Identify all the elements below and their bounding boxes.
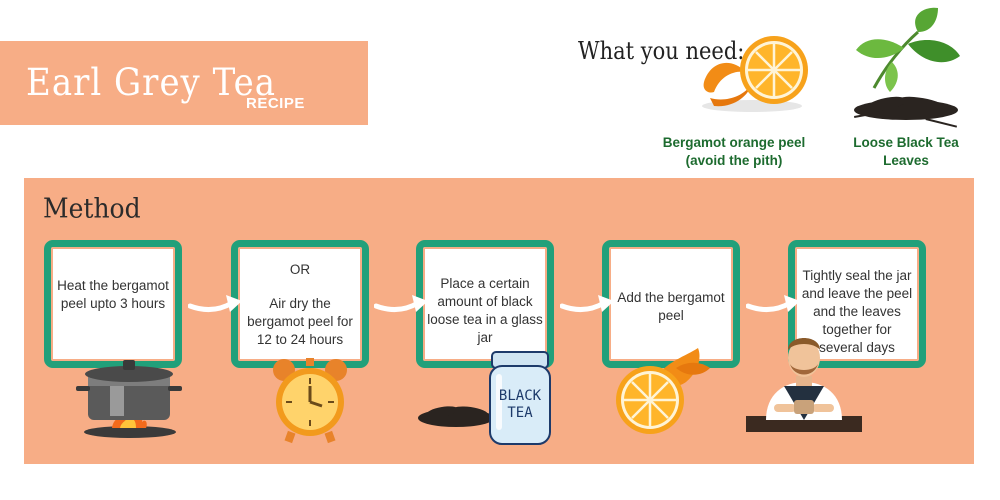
ingredient-bergamot-line2: (avoid the pith): [685, 153, 783, 168]
ingredient-tea-line1: Loose Black Tea: [853, 135, 959, 150]
barista-icon: [746, 338, 862, 432]
jar-label-line1: BLACK: [498, 388, 542, 404]
step-5-text: Tightly seal the jar and leave the peel …: [801, 268, 913, 355]
ingredients-label: What you need:: [578, 37, 745, 65]
page-title: Earl Grey Tea: [26, 61, 277, 105]
title-band: Earl Grey Tea RECIPE: [0, 41, 368, 125]
arrow-right-icon: [746, 295, 800, 313]
step-3: Place a certain amount of black loose te…: [416, 240, 554, 368]
method-label: Method: [43, 192, 141, 224]
tea-jar-icon: BLACK TEA: [486, 350, 554, 446]
ingredient-tea: Loose Black Tea Leaves: [838, 134, 974, 170]
cooking-pot-icon: [76, 360, 182, 438]
step-2-text: OR Air dry the bergamot peel for 12 to 2…: [242, 261, 358, 349]
step-1-text: Heat the bergamot peel upto 3 hours: [57, 278, 169, 311]
step-2-body: Air dry the bergamot peel for 12 to 24 h…: [247, 296, 353, 347]
step-3-text: Place a certain amount of black loose te…: [427, 276, 543, 345]
arrow-right-icon: [188, 295, 242, 313]
alarm-clock-icon: [273, 358, 347, 444]
ingredient-bergamot: Bergamot orange peel (avoid the pith): [648, 134, 820, 170]
jar-label: BLACK TEA: [486, 388, 554, 422]
orange-slice-icon: [616, 348, 710, 434]
ingredient-bergamot-line1: Bergamot orange peel: [662, 135, 806, 150]
method-panel: Method Heat the bergamot peel upto 3 hou…: [24, 178, 974, 464]
arrow-right-icon: [560, 295, 614, 313]
step-1: Heat the bergamot peel upto 3 hours: [44, 240, 182, 368]
ingredient-tea-line2: Leaves: [883, 153, 929, 168]
step-2-or: OR: [289, 262, 311, 277]
orange-peel-icon: [702, 36, 808, 112]
tea-leaves-icon: [854, 7, 960, 128]
step-2: OR Air dry the bergamot peel for 12 to 2…: [231, 240, 369, 368]
loose-tea-icon: [418, 406, 494, 427]
jar-shape: [489, 351, 551, 445]
arrow-right-icon: [374, 295, 428, 313]
step-4-text: Add the bergamot peel: [617, 290, 725, 323]
jar-label-line2: TEA: [507, 405, 533, 421]
page-subtitle: RECIPE: [246, 95, 305, 112]
